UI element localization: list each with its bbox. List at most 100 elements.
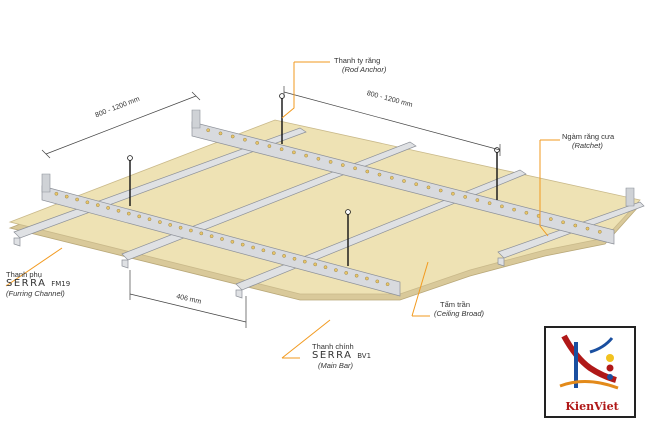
furring-channel (235, 289, 243, 299)
main-bar-hole (199, 231, 204, 236)
main-bar-hole (385, 282, 390, 287)
leader-main-bar (281, 319, 331, 359)
main-bar-end-bracket (625, 187, 635, 207)
main-bar-hole (271, 251, 276, 255)
label-rod-anchor: Thanh ty răng (Rod Anchor) (334, 56, 386, 74)
main-bar-hole (137, 214, 141, 219)
main-bar-hole (64, 194, 69, 199)
label-rod-anchor-vi: Thanh ty răng (334, 56, 381, 65)
main-bar-hole (451, 191, 455, 196)
main-bar-hole (304, 153, 308, 158)
main-bar-end-bracket (41, 173, 51, 193)
main-bar-hole (524, 210, 529, 215)
main-bar-brand-model: BV1 (357, 352, 372, 360)
main-bar (191, 121, 615, 245)
main-bar-hole (365, 276, 369, 281)
furring-brand-model: FM19 (51, 280, 71, 288)
main-bar-hole (389, 175, 394, 180)
main-bar-hole (316, 156, 321, 161)
kienviet-logo: KienViet (544, 326, 636, 418)
main-bar-hole (549, 217, 553, 221)
main-bar-hole (487, 201, 492, 205)
main-bar-hole (598, 229, 602, 234)
main-bar-hole (243, 137, 247, 142)
main-bar-hole (292, 150, 296, 155)
main-bar-hole (158, 220, 162, 224)
main-bar-hole (463, 195, 468, 199)
main-bar-hole (334, 268, 338, 272)
main-bar-hole (585, 226, 590, 231)
main-bar-hole (189, 228, 193, 233)
label-ratchet-en: (Ratchet) (572, 141, 603, 150)
leader-ratchet (539, 140, 549, 237)
main-bar-hole (106, 206, 110, 210)
main-bar-hole (251, 245, 255, 250)
main-bar-hole (313, 262, 318, 267)
main-bars (41, 109, 635, 297)
main-bar-hole (377, 172, 382, 177)
leader-lines (5, 61, 560, 359)
main-bar-hole (168, 223, 172, 227)
furring-channel (497, 257, 505, 267)
main-bar-hole (54, 191, 59, 196)
main-bar-hole (279, 147, 284, 151)
main-bar-hole (267, 144, 272, 148)
main-bar-hole (127, 211, 131, 216)
main-bar-hole (147, 217, 152, 221)
label-main-bar: Thanh chính SERRA BV1 (Main Bar) (312, 342, 371, 370)
dimension-line-right (283, 91, 501, 151)
label-board-en: (Ceiling Broad) (434, 309, 485, 318)
main-bar-hole (475, 198, 480, 202)
main-bar-hole (438, 188, 443, 193)
main-bar-hole (302, 259, 307, 264)
label-ceiling-board: Tấm trần (Ceiling Broad) (434, 300, 484, 318)
dimension-line-furring (129, 293, 247, 323)
main-bar-hole (512, 207, 516, 212)
main-bar-hole (218, 131, 223, 136)
main-bar-hole (255, 141, 260, 145)
label-main-bar-en: (Main Bar) (318, 361, 354, 370)
label-furring-vi: Thanh phụ (6, 270, 42, 279)
main-bar-hole (353, 166, 357, 171)
main-bar-hole (414, 182, 419, 186)
main-bar-hole (328, 160, 333, 164)
main-bar-hole (375, 279, 380, 284)
logo-name: KienViet (565, 400, 619, 413)
label-furring-brand: SERRA FM19 (6, 279, 70, 289)
main-bar-hole (323, 265, 328, 270)
label-rod-anchor-en: (Rod Anchor) (342, 65, 387, 74)
main-bar-end-bracket (191, 109, 201, 129)
main-bar-holes (54, 128, 602, 287)
main-bar-hole (96, 203, 100, 207)
main-bar-hole (282, 254, 286, 258)
main-bar-hole (206, 128, 210, 132)
main-bar-hole (240, 242, 245, 247)
main-bar-hole (561, 220, 565, 225)
main-bar-hole (365, 169, 370, 174)
main-bar-hole (230, 239, 235, 244)
main-bar-hole (426, 185, 431, 190)
main-bar-hole (402, 179, 406, 183)
dimension-lines (41, 86, 501, 328)
leader-board (411, 261, 429, 317)
furring-channel (13, 237, 21, 247)
main-bar (41, 185, 401, 297)
furring-brand-name: SERRA (6, 278, 47, 289)
leader-rod-anchor (281, 62, 295, 119)
leader-furring (5, 247, 63, 287)
logo-mark-icon (559, 334, 619, 390)
main-bar-hole (573, 223, 578, 228)
dimension-line-left (45, 95, 197, 155)
label-furring-channel: Thanh phụ SERRA FM19 (Furring Channel) (6, 270, 70, 298)
main-bar-hole (344, 271, 349, 275)
main-bar-hole (220, 237, 224, 241)
ceiling-board (8, 119, 641, 295)
main-bar-hole (116, 208, 121, 213)
label-ratchet-vi: Ngàm răng cưa (562, 132, 615, 141)
main-bar-brand-name: SERRA (312, 350, 353, 361)
main-bar-hole (230, 134, 235, 139)
rod-anchors (129, 96, 498, 266)
label-board-vi: Tấm trần (440, 300, 471, 309)
label-main-bar-vi: Thanh chính (312, 342, 354, 351)
